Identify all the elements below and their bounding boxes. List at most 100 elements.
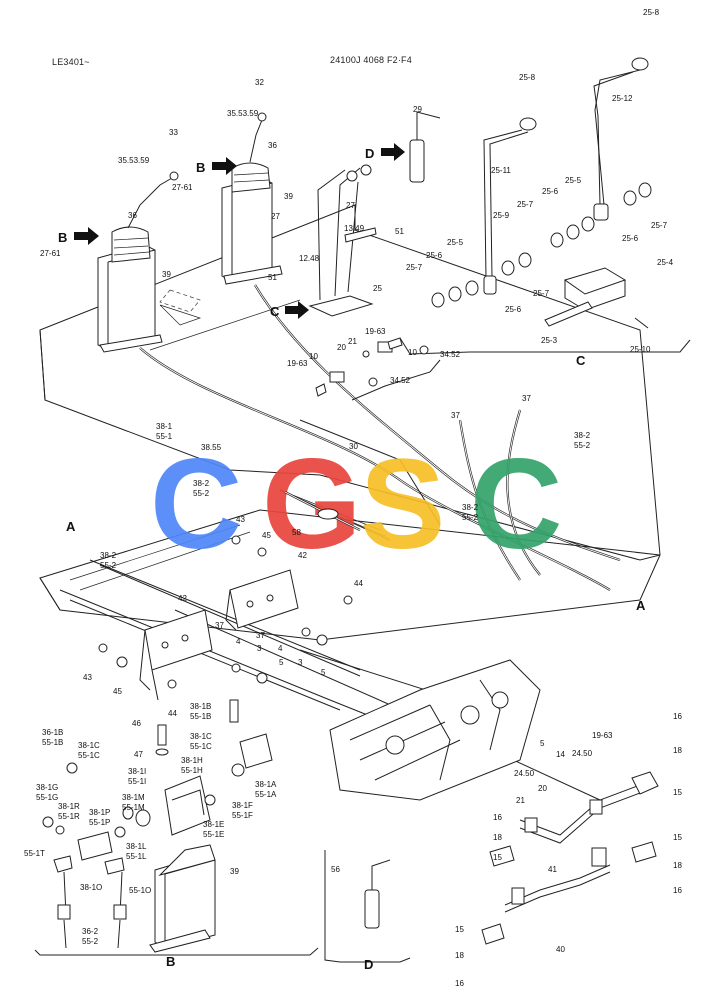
callout: 55-1P <box>89 818 110 827</box>
callout: 55-2 <box>100 561 117 570</box>
callout: 55-2 <box>82 937 99 946</box>
callout: 24.50 <box>572 749 593 758</box>
callout: 37 <box>451 411 460 420</box>
callout: 25-4 <box>657 258 674 267</box>
callout: 18 <box>673 861 682 870</box>
callout: 30 <box>349 442 358 451</box>
watermark-letter-3: S <box>360 433 445 576</box>
callout: 38-1R <box>58 802 80 811</box>
callout: 25-6 <box>505 305 522 314</box>
callout: 38-1I <box>128 767 146 776</box>
callout: 25-5 <box>565 176 582 185</box>
callout: 38-1 <box>156 422 173 431</box>
callout: 15 <box>673 833 682 842</box>
callout: 13.49 <box>344 224 365 233</box>
callout: 10 <box>408 348 417 357</box>
watermark-letter-1: C <box>150 433 242 576</box>
diagram-code-center: 24100J 4068 F2·F4 <box>330 55 412 65</box>
callout: 55-1L <box>126 852 147 861</box>
callout: 38-1H <box>181 756 203 765</box>
control-tower-center <box>221 112 283 285</box>
callout: 19-63 <box>287 359 308 368</box>
callout: 16 <box>493 813 502 822</box>
callout: 14 <box>556 750 565 759</box>
callout: 45 <box>113 687 122 696</box>
callout: 25-7 <box>517 200 534 209</box>
lever-29 <box>409 111 441 183</box>
clevis-hardware <box>98 535 353 689</box>
callout: 43 <box>83 673 92 682</box>
callout: 15 <box>493 853 502 862</box>
callout: 38-2 <box>462 503 479 512</box>
linkage-shaft-40 <box>504 847 611 913</box>
callout: 55-1C <box>190 742 212 751</box>
callout: 36 <box>268 141 277 150</box>
callout: 38-2 <box>193 479 210 488</box>
callout: 37 <box>215 621 224 630</box>
callout: 5 <box>540 739 545 748</box>
callout: 40 <box>556 945 565 954</box>
callout: 18 <box>673 746 682 755</box>
callout: 20 <box>538 784 547 793</box>
callout: 27 <box>271 212 280 221</box>
callout: 16 <box>455 979 464 988</box>
callout: 25-7 <box>406 263 423 272</box>
callout: 55-1T <box>24 849 45 858</box>
callout: 25-10 <box>630 345 651 354</box>
callout: 55-1F <box>232 811 253 820</box>
callout: 38.55 <box>201 443 222 452</box>
callout: 5 <box>279 658 284 667</box>
view-marker-b-left: B <box>58 230 67 245</box>
callout: 38-1A <box>255 780 277 789</box>
callout: 25-6 <box>542 187 559 196</box>
callout: 37 <box>522 394 531 403</box>
linkage-shaft-41 <box>519 784 641 844</box>
callout: 38-2 <box>574 431 591 440</box>
callout: 51 <box>395 227 404 236</box>
watermark-cable-overlay <box>284 491 361 531</box>
callout: 25-3 <box>541 336 558 345</box>
mount-brackets-15 <box>481 771 659 945</box>
callout: 29 <box>413 105 422 114</box>
callout: 3 <box>257 644 262 653</box>
callout: 25-6 <box>622 234 639 243</box>
callout: 38-1C <box>78 741 100 750</box>
callout: 19-63 <box>592 731 613 740</box>
linkage-hardware-upper <box>315 337 441 401</box>
bracket-42-left <box>139 609 213 701</box>
callout: 36-1B <box>42 728 63 737</box>
callout: 4 <box>236 637 241 646</box>
callout: 25-9 <box>493 211 510 220</box>
callout: 55-1B <box>190 712 211 721</box>
callout: 55-1G <box>36 793 58 802</box>
callout: 27 <box>346 201 355 210</box>
callout: 15 <box>673 788 682 797</box>
callout: 18 <box>493 833 502 842</box>
callout: 58 <box>292 528 301 537</box>
callout: 55-1R <box>58 812 80 821</box>
callout: 25-8 <box>519 73 536 82</box>
callout: 55-1O <box>129 886 151 895</box>
callout: 38-1O <box>80 883 102 892</box>
view-marker-d-detail: D <box>364 957 373 972</box>
callout: 56 <box>331 865 340 874</box>
callout: 37 <box>256 631 265 640</box>
callout: 55-1A <box>255 790 277 799</box>
callout: 34.52 <box>390 376 411 385</box>
callout: 19-63 <box>365 327 386 336</box>
callout: 43 <box>236 515 245 524</box>
callout: 41 <box>548 865 557 874</box>
callout: 25-6 <box>426 251 443 260</box>
callout: 34.52 <box>440 350 461 359</box>
callout: 25-7 <box>533 289 550 298</box>
callout: 55-2 <box>462 513 479 522</box>
callout: 38-2 <box>100 551 117 560</box>
callout: 55-1H <box>181 766 203 775</box>
bracket-42-right <box>225 569 299 631</box>
lever-assembly-c <box>308 164 377 317</box>
callout: 4 <box>278 644 283 653</box>
view-arrow-c: C <box>270 301 309 319</box>
callout: 27-61 <box>40 249 61 258</box>
callout: 47 <box>134 750 143 759</box>
callout: 18 <box>455 951 464 960</box>
